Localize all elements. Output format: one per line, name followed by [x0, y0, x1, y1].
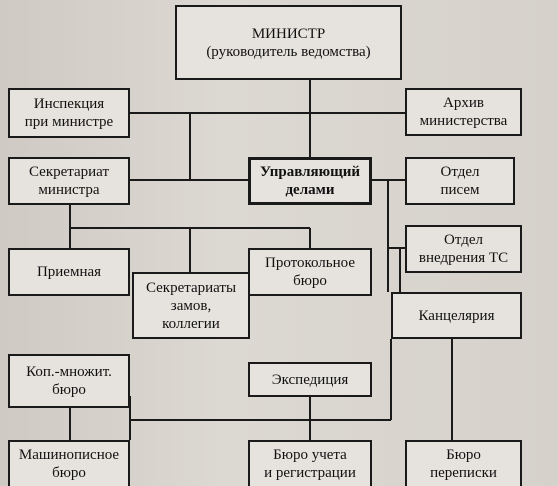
typing-label: Машинописное бюро — [18, 447, 120, 481]
secretariat-box: Секретариат министра — [8, 157, 130, 205]
manager-box: Управляющий делами — [248, 157, 372, 205]
deputies-box: Секретариаты замов, коллегии — [132, 272, 250, 339]
chancery-box: Канцелярия — [391, 292, 522, 339]
registration-label: Бюро учета и регистрации — [264, 447, 356, 481]
minister-label: МИНИСТР (руководитель ведомства) — [206, 25, 371, 60]
archive-box: Архив министерства — [405, 88, 522, 136]
protocol-label: Протокольное бюро — [264, 255, 355, 289]
registration-box: Бюро учета и регистрации — [248, 440, 372, 486]
implementation-label: Отдел внедрения ТС — [418, 232, 509, 266]
typing-box: Машинописное бюро — [8, 440, 130, 486]
implementation-box: Отдел внедрения ТС — [405, 225, 522, 273]
reception-label: Приемная — [36, 264, 102, 280]
minister-box: МИНИСТР (руководитель ведомства) — [175, 5, 402, 80]
deputies-label: Секретариаты замов, коллегии — [145, 279, 237, 332]
correspondence-label: Бюро переписки — [430, 447, 497, 481]
inspection-box: Инспекция при министре — [8, 88, 130, 138]
manager-label: Управляющий делами — [259, 164, 361, 198]
inspection-label: Инспекция при министре — [24, 96, 114, 130]
secretariat-label: Секретариат министра — [28, 164, 110, 198]
letters-label: Отдел писем — [440, 164, 480, 198]
copying-box: Коп.-множит. бюро — [8, 354, 130, 408]
chancery-label: Канцелярия — [418, 307, 495, 324]
archive-label: Архив министерства — [419, 95, 508, 129]
expedition-box: Экспедиция — [248, 362, 372, 397]
reception-box: Приемная — [8, 248, 130, 296]
protocol-box: Протокольное бюро — [248, 248, 372, 296]
correspondence-box: Бюро переписки — [405, 440, 522, 486]
expedition-label: Экспедиция — [271, 371, 349, 388]
letters-box: Отдел писем — [405, 157, 515, 205]
copying-label: Коп.-множит. бюро — [26, 364, 112, 398]
